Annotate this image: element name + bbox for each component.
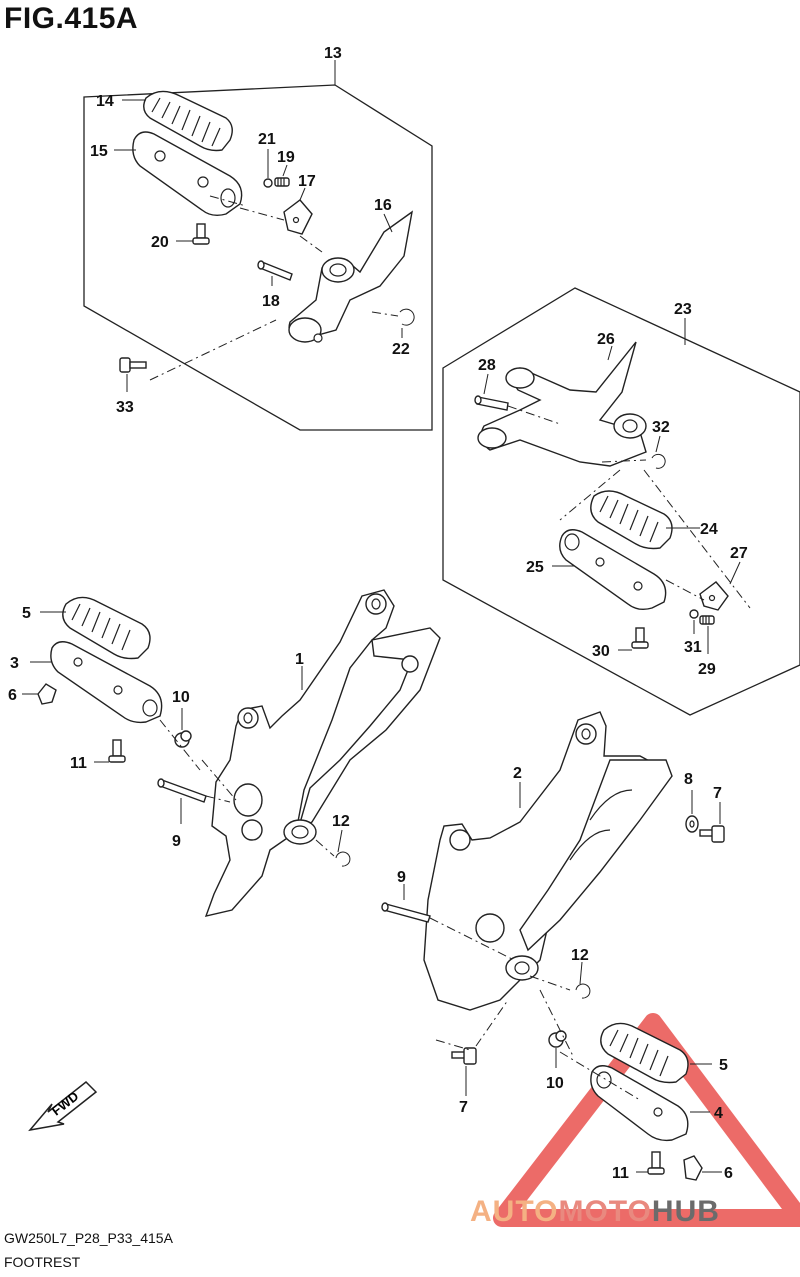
spring-10-left: 10 [172, 689, 192, 748]
footrest-bracket-16: 16 [288, 197, 413, 343]
callout-6-right: 6 [724, 1165, 733, 1182]
callout-8: 8 [684, 771, 693, 788]
callout-33: 33 [116, 399, 134, 416]
callout-25: 25 [526, 559, 544, 576]
callout-10-right: 10 [546, 1075, 564, 1092]
diagram-code: GW250L7_P28_P33_415A [4, 1230, 173, 1246]
footpeg-bracket-4: 4 [590, 1065, 723, 1142]
footpeg-bracket-15: 15 [90, 131, 243, 217]
callout-9-right: 9 [397, 869, 406, 886]
footpeg-rubber-5-left: 5 [22, 596, 151, 660]
footpeg-rubber-5-right: 5 [600, 1022, 728, 1084]
callout-9-left: 9 [172, 833, 181, 850]
callout-30: 30 [592, 643, 610, 660]
callout-13: 13 [324, 45, 342, 62]
callout-15: 15 [90, 143, 108, 160]
callout-12-left: 12 [332, 813, 350, 830]
circlip-22: 22 [392, 308, 415, 358]
callout-1: 1 [295, 651, 304, 668]
washer-8: 8 [684, 771, 699, 833]
callout-14: 14 [96, 93, 114, 110]
footpeg-bracket-25: 25 [526, 529, 667, 611]
callout-28: 28 [478, 357, 496, 374]
forward-arrow-icon: FWD [28, 1080, 98, 1132]
kit-box-23: 23 [442, 287, 800, 716]
watermark-text-auto: AUTO [470, 1195, 559, 1228]
watermark-text-moto: MOTO [558, 1195, 652, 1228]
callout-24: 24 [700, 521, 718, 538]
callout-20: 20 [151, 234, 169, 251]
plate-27: 27 [699, 545, 748, 611]
callout-5-left: 5 [22, 605, 31, 622]
callout-19: 19 [277, 149, 295, 166]
callout-23: 23 [674, 301, 692, 318]
callout-16: 16 [374, 197, 392, 214]
circlip-32: 32 [651, 419, 670, 469]
callout-5-right: 5 [719, 1057, 728, 1074]
detent-ball-31: 31 [684, 609, 702, 656]
callout-21: 21 [258, 131, 276, 148]
watermark-text: AUTOMOTOHUB [470, 1195, 720, 1229]
callout-27: 27 [730, 545, 748, 562]
bolt-7-upper: 7 [699, 785, 725, 843]
cap-6-left: 6 [8, 683, 57, 705]
bolt-30: 30 [592, 627, 649, 660]
circlip-12-left: 12 [332, 813, 351, 867]
callout-22: 22 [392, 341, 410, 358]
watermark-logo [493, 1013, 800, 1227]
callout-32: 32 [652, 419, 670, 436]
circlip-12-right: 12 [571, 947, 591, 999]
footpeg-rubber-14: 14 [96, 90, 233, 152]
cap-6-right: 6 [683, 1155, 733, 1182]
callout-10-left: 10 [172, 689, 190, 706]
spring-10-right: 10 [546, 1030, 567, 1092]
footpeg-bracket-3: 3 [10, 641, 163, 724]
callout-29: 29 [698, 661, 716, 678]
callout-12-right: 12 [571, 947, 589, 964]
callout-4: 4 [714, 1105, 723, 1122]
footrest-bracket-2: 2 [423, 711, 673, 1011]
pin-28: 28 [474, 357, 509, 411]
kit-box-13: 13 [83, 45, 433, 431]
callout-2: 2 [513, 765, 522, 782]
callout-11-left: 11 [70, 755, 87, 772]
callout-17: 17 [298, 173, 316, 190]
plate-17: 17 [283, 173, 316, 235]
callout-7-lower: 7 [459, 1099, 468, 1116]
pin-9-left: 9 [157, 778, 207, 850]
footrest-bracket-1: 1 [204, 589, 441, 917]
bolt-11-left: 11 [70, 739, 126, 772]
pin-9-right: 9 [381, 869, 431, 923]
callout-26: 26 [597, 331, 615, 348]
bolt-11-right: 11 [612, 1151, 665, 1182]
figure-title: FIG.415A [4, 2, 139, 35]
detent-ball-21: 21 [258, 131, 276, 188]
diagram-caption: FOOTREST [4, 1254, 81, 1270]
callout-31: 31 [684, 639, 702, 656]
callout-7-upper: 7 [713, 785, 722, 802]
callout-3: 3 [10, 655, 19, 672]
footrest-bracket-26: 26 [477, 331, 647, 467]
callout-18: 18 [262, 293, 280, 310]
spring-29: 29 [698, 615, 716, 678]
footpeg-rubber-24: 24 [590, 490, 718, 550]
callout-11-right: 11 [612, 1165, 629, 1182]
bolt-20: 20 [151, 223, 210, 251]
bolt-33: 33 [116, 357, 147, 416]
bolt-7-lower: 7 [451, 1047, 477, 1116]
spring-19: 19 [274, 149, 295, 187]
callout-6-left: 6 [8, 687, 17, 704]
watermark-text-hub: HUB [651, 1195, 720, 1228]
pin-18: 18 [257, 260, 293, 310]
